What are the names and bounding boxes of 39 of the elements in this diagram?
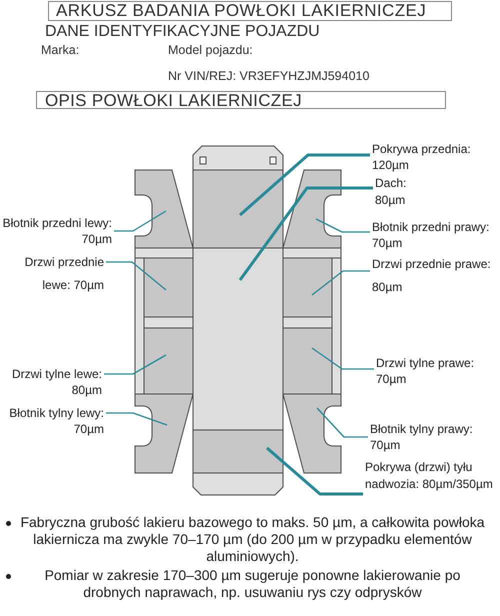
thickness-label: Pokrywa przednia: 120µm <box>372 141 482 173</box>
thickness-label: Błotnik tylny prawy: 70µm <box>370 421 480 453</box>
roof-panel <box>192 247 284 431</box>
vin-text: Nr VIN/REJ: VR3EFYHZJMJ594010 <box>168 69 370 83</box>
thickness-label: Błotnik tylny lewy: 70µm <box>2 405 104 437</box>
door-panel <box>282 257 333 318</box>
thickness-label: Drzwi tylne lewe: 80µm <box>6 366 102 398</box>
leader-line <box>104 354 166 375</box>
field-label: Model pojazdu: <box>168 43 253 57</box>
door-panel <box>143 327 194 395</box>
thickness-label: Pokrywa (drzwi) tyłu nadwozia: 80µm/350µm <box>365 459 498 493</box>
note-text: Fabryczna grubość lakieru bazowego to maks. 50 µm, a całkowita powłoka lakiernicza ma zwykle 70–170 µm (do 200 µm w przypadku elementów aluminiowych). <box>19 514 486 565</box>
section-header: OPIS POWŁOKI LAKIERNICZEJ <box>36 91 446 109</box>
tailgate-panel <box>192 429 284 474</box>
fender-panel <box>282 169 342 249</box>
fender-panel <box>282 393 342 474</box>
thickness-label: Błotnik przedni lewy: 70µm <box>0 215 112 247</box>
note-text: Pomiar w zakresie 170–300 µm sugeruje ponowne lakierowanie po drobnych naprawach, np. usuwaniu rys czy odprysków <box>44 567 462 601</box>
fender-panel <box>134 169 194 249</box>
leader-line <box>238 186 373 281</box>
thickness-label: Drzwi przednie prawe: 80µm <box>372 253 496 299</box>
thickness-label: Drzwi tylne prawe: 70µm <box>376 355 482 387</box>
leader-line <box>312 270 370 296</box>
leader-line <box>106 261 166 290</box>
field-label: Marka: <box>41 43 80 57</box>
leader-line <box>312 347 374 370</box>
report-title: ARKUSZ BADANIA POWŁOKI LAKIERNICZEJ <box>48 1 452 21</box>
thickness-label: Błotnik przedni prawy: 70µm <box>372 219 496 251</box>
leader-line <box>316 218 370 233</box>
thickness-label: Dach: 80µm <box>375 175 425 209</box>
leader-line <box>106 412 168 426</box>
fender-panel <box>134 393 194 474</box>
leader-line <box>316 408 368 438</box>
thickness-label: Drzwi przednie lewe: 70µm <box>18 251 104 297</box>
leader-line <box>114 210 166 232</box>
door-panel <box>143 257 194 318</box>
hood-panel <box>192 169 284 249</box>
door-panel <box>282 327 333 395</box>
section-heading: DANE IDENTYFIKACYJNE POJAZDU <box>45 23 320 41</box>
